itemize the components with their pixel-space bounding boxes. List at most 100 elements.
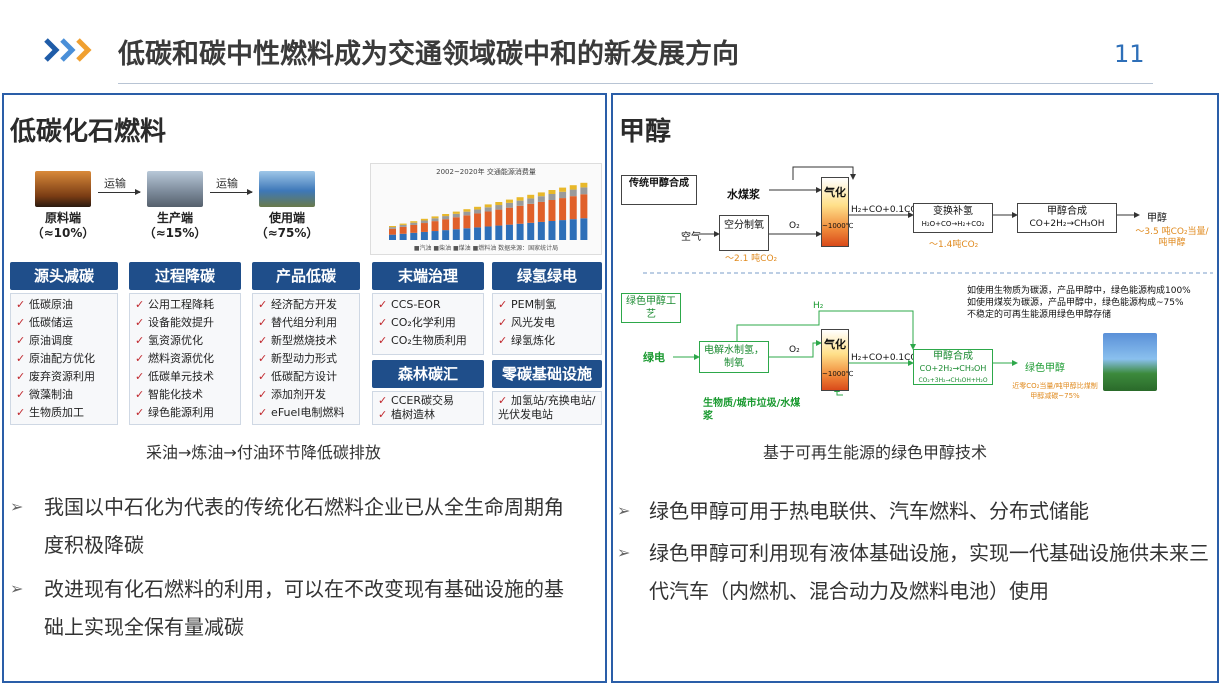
process-percentage: （≈10%） — [31, 226, 95, 240]
chart-bar-segment — [442, 230, 450, 240]
process-usage: 使用端 （≈75%） — [252, 171, 322, 241]
syngas-label: H₂+CO+0.1CO₂ — [851, 205, 922, 215]
chart-bar-segment — [559, 191, 567, 199]
chart-bar-segment — [442, 214, 450, 217]
left-bullet: 我国以中石化为代表的传统化石燃料企业已从全生命周期角度积极降碳 — [44, 495, 564, 557]
feedstock-label: 生物质/城市垃圾/水煤浆 — [703, 398, 801, 422]
electrolysis-box: 电解水制氢，制氧 — [699, 341, 769, 373]
note-line: 如使用煤炭为碳源，产品甲醇中，绿色能源构成~75% — [967, 298, 1184, 308]
shift-reaction-title: 变换补氢 — [933, 206, 973, 217]
chart-bar-segment — [463, 211, 471, 216]
chart-bar-segment — [527, 194, 535, 199]
green-power-label: 绿电 — [643, 351, 665, 364]
chart-bar-segment — [580, 187, 588, 195]
chart-bar-segment — [484, 226, 492, 240]
chart-bar-segment — [548, 221, 556, 240]
gasifier-temperature: ~1000℃ — [822, 222, 854, 230]
chart-bar-segment — [580, 218, 588, 240]
category-item: 绿氢炼化 — [498, 332, 596, 350]
flow-arrow — [98, 189, 141, 195]
chart-bar-segment — [569, 219, 577, 240]
category-item: 替代组分利用 — [258, 314, 354, 332]
synthesis-title: 甲醇合成 — [933, 351, 973, 362]
category-item: CCER碳交易 — [378, 394, 478, 408]
chart-bar-segment — [399, 233, 407, 240]
chart-bar-segment — [505, 199, 513, 203]
process-production: 生产端 （≈15%） — [140, 171, 210, 241]
shift-reaction-box: 变换补氢 H₂O+CO→H₂+CO₂ — [913, 203, 993, 233]
slide-header: 低碳和碳中性燃料成为交通领域碳中和的新发展方向 11 — [0, 0, 1223, 84]
chart-bar-segment — [537, 201, 545, 222]
chart-bar-segment — [463, 215, 471, 229]
car-image — [259, 171, 315, 207]
chart-bar-segment — [495, 225, 503, 240]
category-item: 植树造林 — [378, 408, 478, 422]
chart-bar-segment — [527, 222, 535, 240]
emission-label: ～1.4吨CO₂ — [929, 240, 979, 250]
category-item: PEM制氢 — [498, 296, 596, 314]
chart-bar-segment — [389, 226, 396, 228]
category-list: PEM制氢 风光发电 绿氢炼化 — [492, 293, 602, 355]
chart-bar-segment — [516, 205, 524, 224]
refinery-image — [147, 171, 203, 207]
category-item: 智能化技术 — [135, 386, 235, 404]
chart-bar-segment — [410, 221, 418, 223]
category-header: 绿氢绿电 — [492, 262, 602, 290]
process-raw: 原料端 （≈10%） — [28, 171, 98, 241]
chart-bar-segment — [495, 202, 503, 206]
green-emission-note: 近零CO₂当量/吨甲醇比煤制甲醇减碳~75% — [1012, 382, 1098, 400]
chart-bar-segment — [559, 220, 567, 240]
chart-bar-segment — [495, 205, 503, 210]
left-bullet: 改进现有化石燃料的利用，可以在不改变现有基础设施的基础上实现全保有量减碳 — [44, 577, 564, 639]
chart-bar-segment — [431, 216, 439, 219]
chart-bar-segment — [559, 187, 567, 192]
wind-turbine-image — [1103, 333, 1157, 391]
category-header: 过程降碳 — [129, 262, 241, 290]
chart-bar-segment — [431, 218, 439, 222]
left-panel: 低碳化石燃料 原料端 （≈10%） 运输 生产端 （≈15%） 运输 使用端 （… — [2, 93, 607, 683]
chart-bar-segment — [431, 231, 439, 240]
category-item: CO₂化学利用 — [378, 314, 478, 332]
gasifier-label: 气化 — [824, 186, 846, 199]
chart-bar-segment — [505, 207, 513, 225]
energy-consumption-chart: 2002~2020年 交通能源消费量 ■汽油 ■柴油 ■煤油 ■燃料油 数据来源… — [370, 163, 602, 255]
category-list: 公用工程降耗 设备能效提升 氢资源优化 燃料资源优化 低碳单元技术 智能化技术 … — [129, 293, 241, 425]
category-item: 低碳单元技术 — [135, 368, 235, 386]
chart-bar-segment — [399, 226, 407, 234]
category-item: 原油配方优化 — [16, 350, 112, 368]
right-bullet: 绿色甲醇可利用现有液体基础设施，实现一代基础设施供未来三代汽车（内燃机、混合动力… — [649, 541, 1209, 603]
chart-bar-segment — [527, 198, 535, 204]
synthesis-title: 甲醇合成 — [1047, 206, 1087, 217]
category-item: eFuel电制燃料 — [258, 404, 354, 422]
category-list: CCS-EOR CO₂化学利用 CO₂生物质利用 — [372, 293, 484, 355]
oil-pump-image — [35, 171, 91, 207]
category-item: 加氢站/充换电站/光伏发电站 — [498, 394, 596, 422]
chart-bar-segment — [410, 232, 418, 240]
gasifier-temperature: ~1000℃ — [822, 370, 854, 378]
chart-bar-segment — [548, 190, 556, 194]
emission-label: ～2.1 吨CO₂ — [725, 254, 778, 264]
air-label: 空气 — [681, 232, 701, 243]
chart-bar-segment — [559, 198, 567, 221]
chart-bar-segment — [580, 182, 588, 188]
right-caption: 基于可再生能源的绿色甲醇技术 — [763, 443, 988, 462]
hydrogen-label: H₂ — [813, 301, 824, 311]
chart-bar-segment — [452, 213, 460, 218]
chart-bar-segment — [474, 213, 482, 228]
synthesis-equation-co2: CO₂+3H₂→CH₃OH+H₂O — [918, 377, 988, 384]
chart-bars — [389, 182, 588, 240]
shift-reaction-equation: H₂O+CO→H₂+CO₂ — [921, 220, 985, 228]
green-methanol-label: 绿色甲醇工艺 — [621, 293, 681, 323]
category-list: CCER碳交易 植树造林 — [372, 391, 484, 425]
chart-title: 2002~2020年 交通能源消费量 — [436, 168, 536, 176]
category-header: 产品低碳 — [252, 262, 360, 290]
note-line: 不稳定的可再生能源用绿色甲醇存储 — [967, 310, 1112, 320]
bullet-icon: ➢ — [617, 501, 631, 520]
green-synthesis-box: 甲醇合成 CO+2H₂→CH₃OH CO₂+3H₂→CH₃OH+H₂O — [913, 349, 993, 385]
chart-bar-segment — [389, 227, 396, 229]
category-item: 低碳储运 — [16, 314, 112, 332]
chart-bar-segment — [389, 234, 396, 240]
chevron-icon — [76, 38, 92, 62]
synthesis-equation: CO+2H₂→CH₃OH — [1029, 219, 1105, 229]
category-item: 新型燃烧技术 — [258, 332, 354, 350]
